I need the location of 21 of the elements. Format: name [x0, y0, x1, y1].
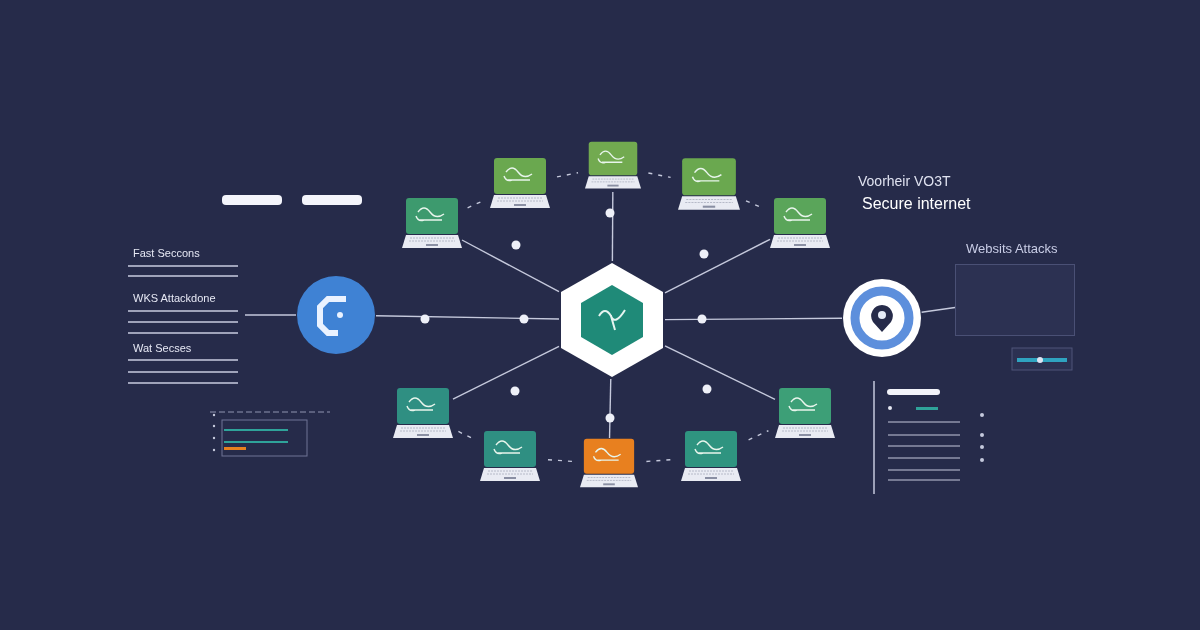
connector-line [920, 306, 956, 313]
text-label: Secure internet [862, 195, 971, 213]
connector-line [452, 345, 560, 400]
connector-line [664, 317, 843, 321]
dashed-link [645, 459, 673, 463]
text-label: Voorheir VO3T [858, 173, 951, 189]
dashed-link [556, 172, 579, 178]
connector-line [664, 238, 771, 294]
text-label: Fast Seccons [133, 247, 200, 259]
connector-line [461, 239, 560, 293]
text-label: Wat Secses [133, 342, 192, 354]
connector-line [611, 191, 614, 262]
connector-line [664, 345, 776, 401]
connector-line [244, 314, 297, 316]
text-label: WKS Attackdone [133, 292, 216, 304]
dashed-link [547, 459, 573, 463]
connector-line [608, 378, 612, 439]
dashed-link [747, 430, 770, 441]
panel-heading: Websits Attacks [966, 241, 1058, 256]
connector-line [375, 315, 560, 320]
dashed-link [647, 172, 672, 179]
